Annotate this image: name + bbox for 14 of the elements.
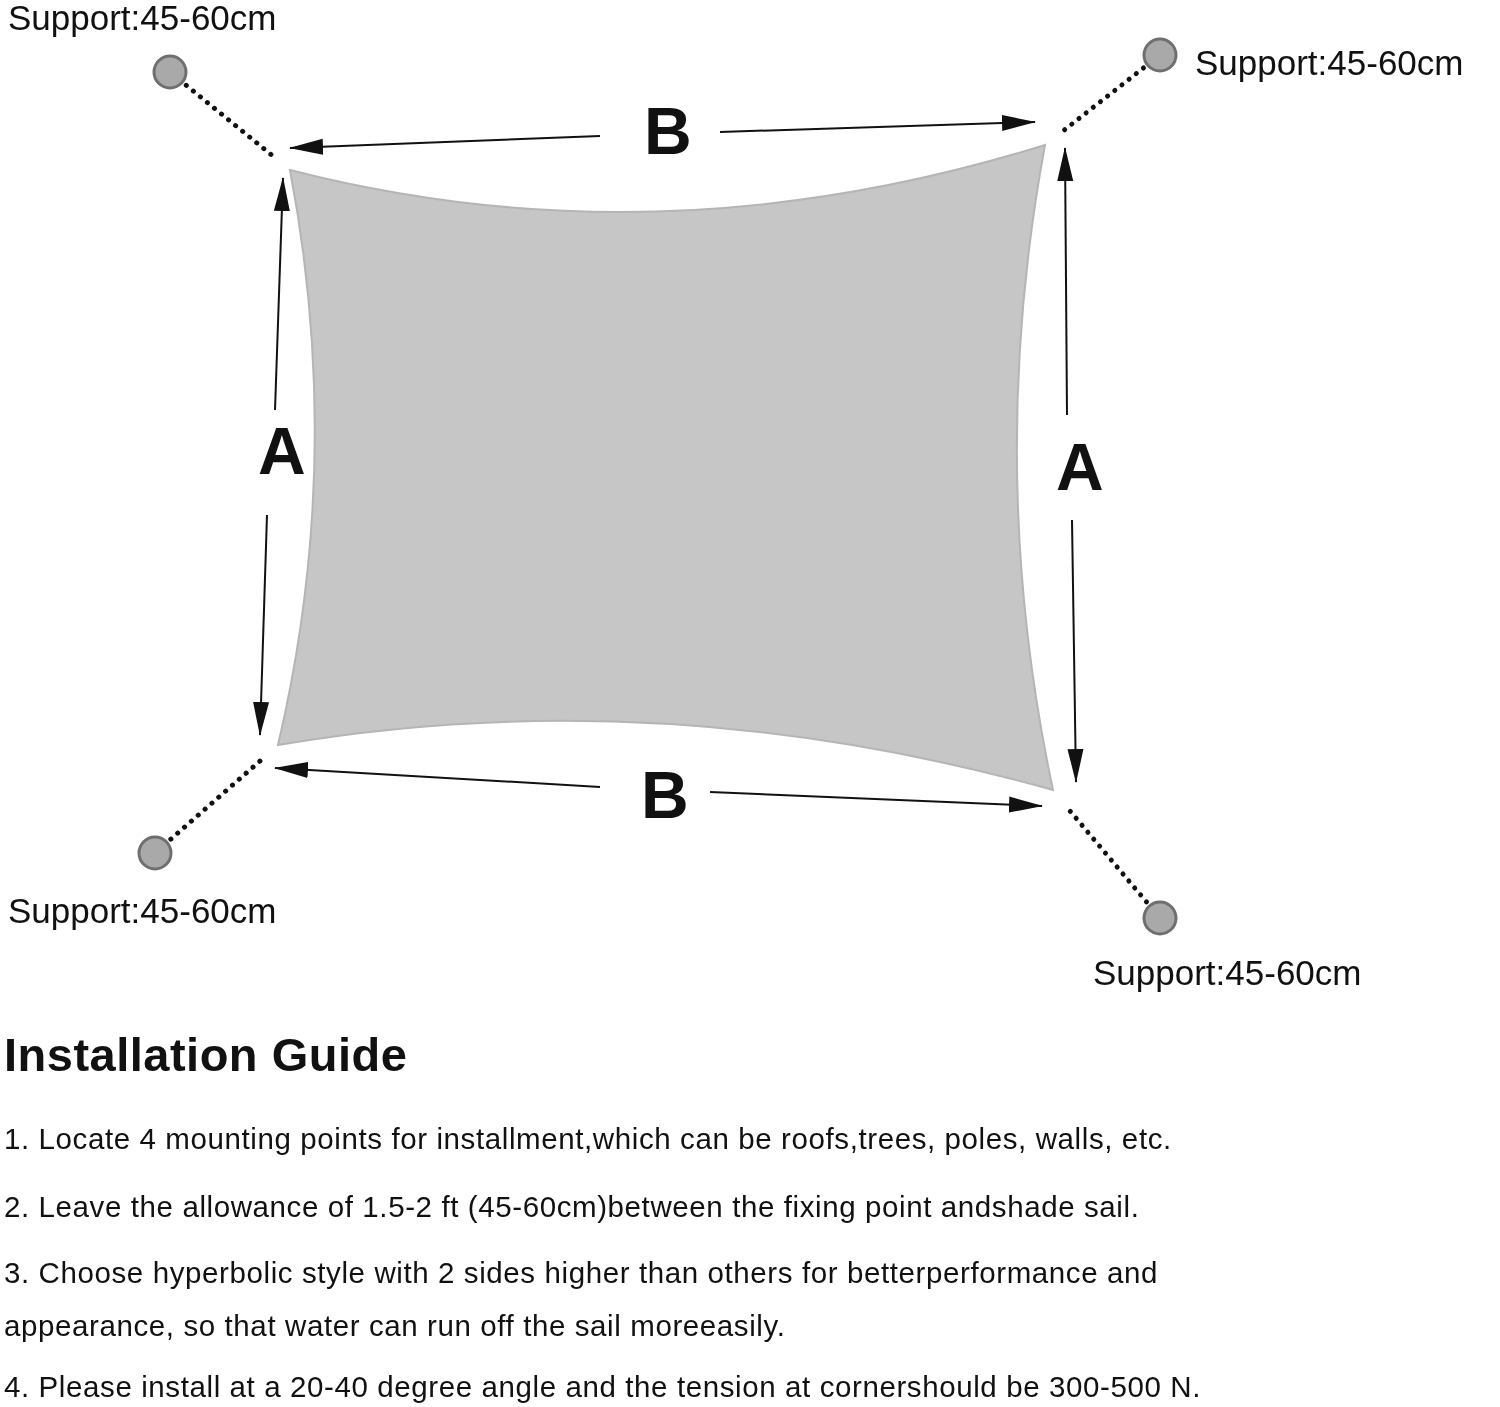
support-label: Support:45-60cm [1195,43,1464,83]
support-label: Support:45-60cm [1093,953,1362,993]
instruction-step: 1. Locate 4 mounting points for installment,which can be roofs,trees, poles, walls, etc. [4,1112,1334,1165]
dotted-line [183,82,277,160]
heading: Installation Guide [4,1027,408,1082]
support-post [1142,37,1178,73]
support-post [1142,900,1178,936]
instruction-step: 3. Choose hyperbolic style with 2 sides higher than others for betterperformance and appearance, so that water can run off the sail moreeasily. [4,1246,1334,1352]
support-post [137,835,173,871]
support-post [152,54,188,90]
instruction-step: 4. Please install at a 20-40 degree angle and the tension at cornershould be 300-500 N. [4,1360,1334,1407]
support-label: Support:45-60cm [8,891,277,931]
support-label: Support:45-60cm [8,0,277,38]
instruction-step: 2. Leave the allowance of 1.5-2 ft (45-60cm)between the fixing point andshade sail. [4,1180,1334,1233]
